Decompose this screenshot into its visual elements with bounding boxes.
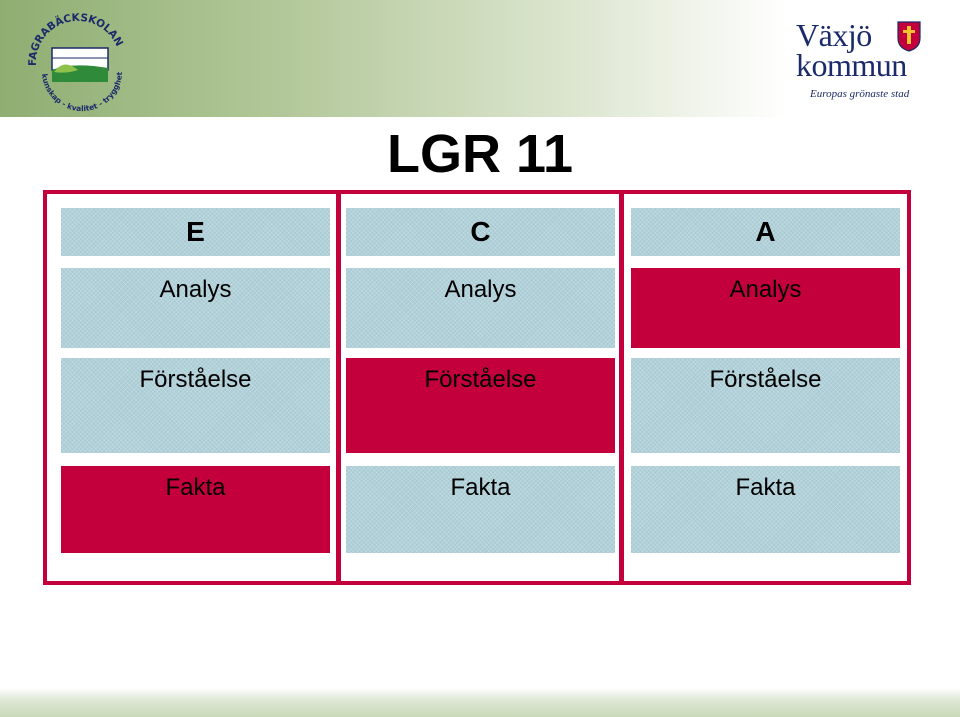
cell-label: Analys: [159, 276, 232, 303]
cell-label: Fakta: [735, 474, 796, 501]
school-logo: FAGRABÄCKSKOLAN kunskap - kvalitet - try…: [27, 12, 125, 112]
grade-label: E: [186, 216, 205, 247]
municipality-logo: Växjö kommun Europas grönaste stad: [790, 18, 955, 108]
cell-label: Fakta: [165, 474, 226, 501]
municipality-name-line2: kommun: [796, 47, 907, 83]
grade-header-c: C: [346, 208, 615, 256]
cell-e-forstaelse: Förståelse: [61, 358, 330, 453]
cell-label: Fakta: [450, 474, 511, 501]
coat-of-arms-icon: [897, 21, 921, 52]
header-band: [0, 0, 960, 117]
grade-header-e: E: [61, 208, 330, 256]
cell-c-analys: Analys: [346, 268, 615, 348]
page-title: LGR 11: [386, 124, 574, 184]
cell-c-forstaelse: Förståelse: [346, 358, 615, 453]
municipality-name-line1: Växjö: [796, 17, 872, 53]
grade-header-a: A: [631, 208, 900, 256]
cell-label: Analys: [729, 276, 802, 303]
cell-label: Förståelse: [424, 366, 537, 393]
cell-a-analys: Analys: [631, 268, 900, 348]
footer-band: [0, 688, 960, 717]
column-divider: [619, 190, 624, 585]
cell-e-analys: Analys: [61, 268, 330, 348]
cell-label: Förståelse: [139, 366, 252, 393]
cell-a-forstaelse: Förståelse: [631, 358, 900, 453]
cell-label: Analys: [444, 276, 517, 303]
grade-label: C: [470, 216, 491, 247]
cell-c-fakta: Fakta: [346, 466, 615, 553]
grade-label: A: [755, 216, 776, 247]
municipality-tagline: Europas grönaste stad: [810, 88, 910, 100]
cell-label: Förståelse: [709, 366, 822, 393]
cell-a-fakta: Fakta: [631, 466, 900, 553]
cell-e-fakta: Fakta: [61, 466, 330, 553]
column-divider: [336, 190, 341, 585]
